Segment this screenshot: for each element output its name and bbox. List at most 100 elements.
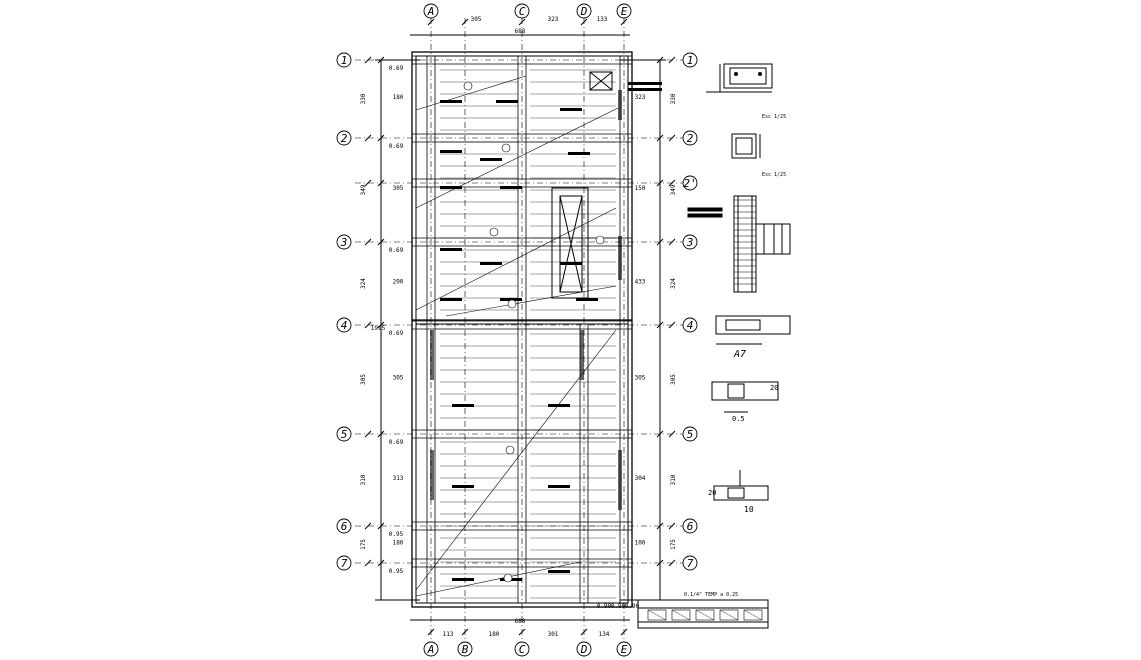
span-marker: [463, 81, 473, 91]
dim-tick: [377, 430, 385, 438]
svg-text:6: 6: [341, 520, 348, 533]
svg-text:1: 1: [341, 54, 348, 67]
dim-tick: [364, 321, 372, 329]
slab-section-detail: [637, 599, 769, 629]
span-marker: [505, 445, 515, 455]
svg-text:3: 3: [686, 236, 694, 249]
footing-section-detail: [713, 470, 769, 501]
dim-tick: [668, 430, 676, 438]
axis-bubble-left-4: 4: [336, 317, 352, 333]
marker-bar: [628, 82, 662, 85]
dim-tick: [656, 430, 664, 438]
dim-tick: [668, 321, 676, 329]
dim-tick: [620, 628, 628, 636]
dim-bottom-span: 180: [489, 631, 500, 638]
rebar-mark: [452, 485, 474, 488]
axis-bubble-right-5: 5: [682, 426, 698, 442]
axis-bubble-left-6: 6: [336, 518, 352, 534]
dim-inner-left: 200: [393, 279, 404, 286]
dim-tick: [364, 238, 372, 246]
dim-left-span: 310: [360, 474, 367, 485]
dim-tick: [580, 628, 588, 636]
dim-inner-right: 304: [635, 475, 646, 482]
dim-left-span: 349: [360, 184, 367, 195]
dim-right-span: 349: [670, 184, 677, 195]
svg-text:D: D: [580, 5, 588, 18]
axis-bubble-left-3: 3: [336, 234, 352, 250]
axis-bubble-bottom-D: D: [576, 641, 592, 657]
dim-inner-right: 323: [635, 94, 646, 101]
rebar-mark: [568, 152, 590, 155]
dim-inner-right: 433: [635, 279, 646, 286]
rebar-mark: [452, 578, 474, 581]
dim-inner-right: 305: [635, 375, 646, 382]
axis-bubble-right-4: 4: [682, 317, 698, 333]
dim-tick: [656, 522, 664, 530]
dim-inner-left: 313: [393, 475, 404, 482]
dim-left-span: 330: [360, 93, 367, 104]
axis-bubble-right-6: 6: [682, 518, 698, 534]
rebar-mark: [496, 100, 518, 103]
dim-tick: [364, 179, 372, 187]
span-marker: [503, 573, 513, 583]
span-marker: [507, 299, 517, 309]
dim-column-height: 0.95: [389, 531, 404, 538]
svg-text:A: A: [427, 5, 435, 18]
slab-block-hatch: [719, 609, 739, 621]
dim-tick: [377, 522, 385, 530]
dim-tick: [364, 430, 372, 438]
column-hatch: [430, 330, 434, 380]
svg-text:C: C: [519, 643, 526, 656]
rebar-mark: [560, 108, 582, 111]
column-hatch: [618, 450, 622, 510]
rebar-mark: [548, 485, 570, 488]
beam-section-detail: [706, 63, 773, 93]
dim-tick: [377, 56, 385, 64]
dim-left-span: 305: [360, 374, 367, 385]
dim-tick: [427, 628, 435, 636]
dim-bottom-span: 301: [548, 631, 559, 638]
dim-right-span: 175: [670, 539, 677, 550]
dim-tick: [364, 522, 372, 530]
svg-text:7: 7: [687, 557, 694, 570]
slab-note: 0.1/4" TEMP a 0.25: [684, 592, 738, 598]
small-dim-b: 20: [708, 489, 716, 497]
span-marker: [595, 235, 605, 245]
slab-block-hatch: [647, 609, 667, 621]
marker-bar: [628, 88, 662, 91]
dim-inner-right: 150: [635, 185, 646, 192]
axis-bubble-bottom-B: B: [457, 641, 473, 657]
column-hatching: [734, 199, 756, 285]
dim-tick: [668, 179, 676, 187]
rebar-mark: [500, 298, 522, 301]
slab-span-diagonal: [415, 207, 617, 311]
dim-right-span: 330: [670, 93, 677, 104]
column-hatch: [430, 450, 434, 500]
axis-bubble-top-C: C: [514, 3, 530, 19]
slab-block-hatch: [743, 609, 763, 621]
dim-top-span: 133: [597, 16, 608, 23]
axis-bubble-right-2p: 2': [682, 175, 698, 191]
column-elevation-detail: [687, 195, 791, 293]
dim-right-span: 310: [670, 474, 677, 485]
dim-tick: [656, 238, 664, 246]
dim-tick: [364, 56, 372, 64]
svg-text:6: 6: [687, 520, 694, 533]
dim-bottom-total: 688: [515, 618, 526, 625]
slab-span-diagonal: [415, 107, 619, 209]
wall-width-label: 0.5: [732, 415, 745, 423]
dim-column-height: 0.69: [389, 143, 404, 150]
rebar-mark: [440, 298, 462, 301]
dim-top-total: 688: [515, 28, 526, 35]
svg-text:A: A: [427, 643, 435, 656]
dim-tick: [656, 559, 664, 567]
dim-right-span: 324: [670, 278, 677, 289]
dim-tick: [461, 18, 469, 26]
svg-text:7: 7: [341, 557, 348, 570]
axis-bubble-left-7: 7: [336, 555, 352, 571]
rebar-mark: [576, 298, 598, 301]
rebar-mark: [440, 186, 462, 189]
dim-right-span: 305: [670, 374, 677, 385]
svg-text:4: 4: [687, 319, 694, 332]
